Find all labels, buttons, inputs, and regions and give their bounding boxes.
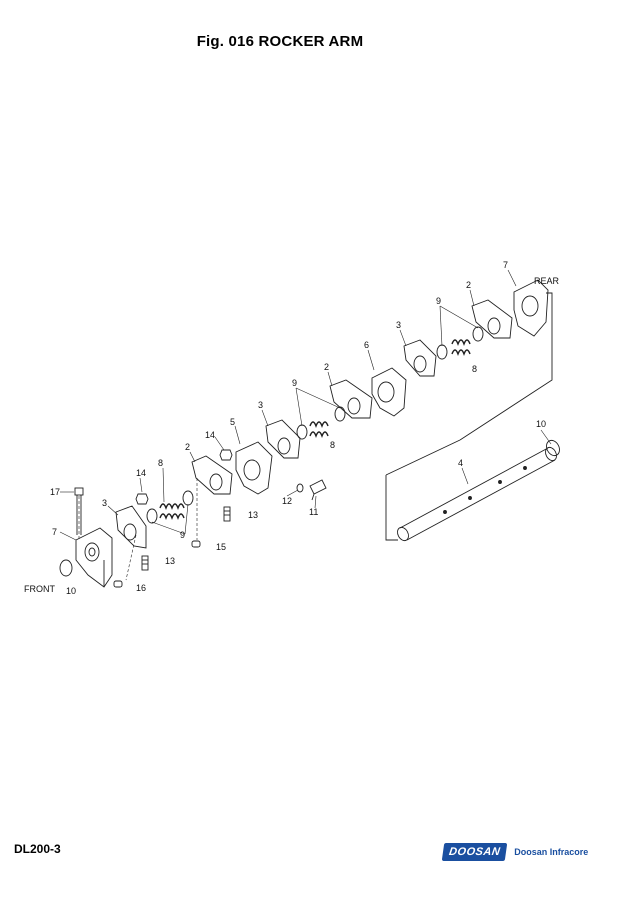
nut-14b (219, 449, 233, 461)
callout-3a: 3 (102, 498, 107, 508)
brand-badge: DOOSAN (441, 843, 508, 861)
callout-10a: 10 (66, 586, 76, 596)
rocker-arm-3b (403, 339, 437, 377)
washer-b2 (334, 406, 346, 422)
callout-14b: 14 (205, 430, 215, 440)
rocker-arm-2b (329, 379, 373, 419)
callout-14a: 14 (136, 468, 146, 478)
nut-14a (135, 493, 149, 505)
rocker-arm-2a (191, 455, 233, 495)
model-number: DL200-3 (14, 842, 61, 856)
washer-a2 (182, 490, 194, 506)
callout-3b: 3 (258, 400, 263, 410)
cap-15 (191, 540, 201, 548)
callout-5: 5 (230, 417, 235, 427)
callout-3c: 3 (396, 320, 401, 330)
front-bracket (75, 527, 113, 588)
plug-11 (309, 479, 327, 501)
callout-8b: 8 (330, 440, 335, 450)
shaft-bracket-line (385, 475, 398, 541)
callout-2b: 2 (324, 362, 329, 372)
callout-17: 17 (50, 487, 60, 497)
page-title: Fig. 016 ROCKER ARM (0, 33, 638, 50)
front-label: FRONT (24, 584, 55, 594)
washer-a1 (146, 508, 158, 524)
callout-7b: 7 (503, 260, 508, 270)
callout-9a: 9 (180, 530, 185, 540)
washer-c2 (472, 326, 484, 342)
center-bracket-5 (235, 441, 273, 495)
shaft-bracket-link (385, 439, 461, 476)
callout-4: 4 (458, 458, 463, 468)
rear-bracket-line (459, 292, 553, 441)
adjust-screw-13b (141, 555, 149, 571)
callout-12: 12 (282, 496, 292, 506)
callout-13b: 13 (165, 556, 175, 566)
rocker-arm-3a (265, 419, 301, 459)
bolt-17 (74, 487, 84, 535)
rocker-shaft (397, 446, 557, 542)
callout-11: 11 (309, 507, 318, 517)
callout-9b: 9 (292, 378, 297, 388)
center-bracket-6 (371, 367, 407, 417)
spring-b (309, 421, 329, 438)
rear-bracket (513, 279, 549, 337)
callout-10b: 10 (536, 419, 546, 429)
callout-6: 6 (364, 340, 369, 350)
snap-ring-front (59, 559, 73, 577)
cap-16 (113, 580, 123, 588)
snap-ring-rear (546, 439, 560, 457)
callout-8c: 8 (472, 364, 477, 374)
rear-label: REAR (534, 276, 560, 286)
rocker-arm-front (115, 505, 147, 549)
callout-2a: 2 (185, 442, 190, 452)
callout-16: 16 (136, 583, 146, 593)
washer-c1 (436, 344, 448, 360)
callout-9c: 9 (436, 296, 441, 306)
washer-b1 (296, 424, 308, 440)
spring-c (451, 339, 471, 356)
page-title-text: Fig. 016 ROCKER ARM (196, 33, 364, 50)
callout-13a: 13 (248, 510, 258, 520)
callout-7a: 7 (52, 527, 57, 537)
adjust-screw-13a (223, 506, 231, 522)
company-name: Doosan Infracore (514, 847, 589, 857)
callout-8a: 8 (158, 458, 163, 468)
rocker-arm-2c (471, 299, 513, 339)
callout-2c: 2 (466, 280, 471, 290)
callout-15: 15 (216, 542, 226, 552)
doosan-logo: DOOSAN Doosan Infracore (441, 843, 589, 861)
seal-12 (296, 483, 304, 493)
spring-a (159, 503, 185, 520)
